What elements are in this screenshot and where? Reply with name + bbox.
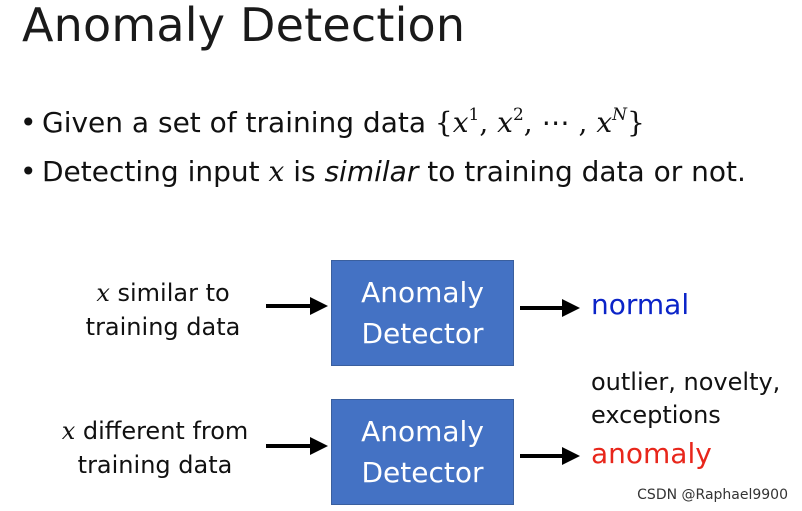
row2-label-line1: x different from (55, 414, 255, 448)
row2-label-line2: training data (77, 451, 233, 479)
row2-label-text: different from (75, 417, 249, 445)
row1-label-line1: x similar to (78, 276, 248, 310)
row2-output-arrow (520, 447, 580, 465)
set-close-brace: } (626, 106, 645, 139)
anomaly-synonyms-note: outlier, novelty, exceptions (591, 366, 780, 432)
row2-input-label: x different from training data (55, 414, 255, 482)
watermark: CSDN @Raphael9900 (637, 487, 788, 503)
row2-math-x: x (61, 417, 76, 445)
bullet-dot: • (20, 155, 37, 188)
box2-line2: Detector (361, 456, 484, 489)
output-anomaly: anomaly (591, 437, 712, 470)
bullet-2-is: is (284, 155, 325, 188)
set-open-brace: { (434, 106, 453, 139)
row1-math-x: x (96, 279, 110, 307)
sup-1: 1 (468, 105, 480, 125)
bullet-dot: • (20, 106, 37, 139)
bullet-1-text: Given a set of training data (42, 106, 435, 139)
row1-label-line2: training data (85, 313, 241, 341)
row1-label-text: similar to (109, 279, 230, 307)
box1-line2: Detector (361, 317, 484, 350)
sup-n: N (612, 105, 627, 125)
box1-line1: Anomaly (361, 276, 484, 309)
anomaly-detector-box-1: Anomaly Detector (331, 260, 514, 366)
math-x-1: x (452, 106, 469, 139)
row2-input-arrow (266, 437, 328, 455)
math-x-n: x (596, 106, 613, 139)
row1-input-arrow (266, 297, 328, 315)
bullet-2-pre: Detecting input (42, 155, 269, 188)
bullet-detecting: •Detecting input x is similar to trainin… (20, 155, 746, 188)
bullet-2-post: to training data or not. (418, 155, 746, 188)
bullet-training-data: •Given a set of training data {x1, x2, ⋯… (20, 105, 645, 139)
sup-2: 2 (512, 105, 524, 125)
comma-1: , (479, 106, 498, 139)
math-x: x (268, 155, 285, 188)
row1-output-arrow (520, 299, 580, 317)
row1-input-label: x similar to training data (78, 276, 248, 344)
ellipsis: , ⋯ , (523, 106, 597, 139)
note-line1: outlier, novelty, (591, 368, 781, 396)
slide-title: Anomaly Detection (22, 0, 466, 52)
anomaly-detector-box-2: Anomaly Detector (331, 399, 514, 505)
note-line2: exceptions (591, 401, 721, 429)
bullet-2-similar: similar (324, 155, 419, 188)
math-x-2: x (497, 106, 513, 139)
box2-line1: Anomaly (361, 415, 484, 448)
output-normal: normal (591, 288, 690, 321)
